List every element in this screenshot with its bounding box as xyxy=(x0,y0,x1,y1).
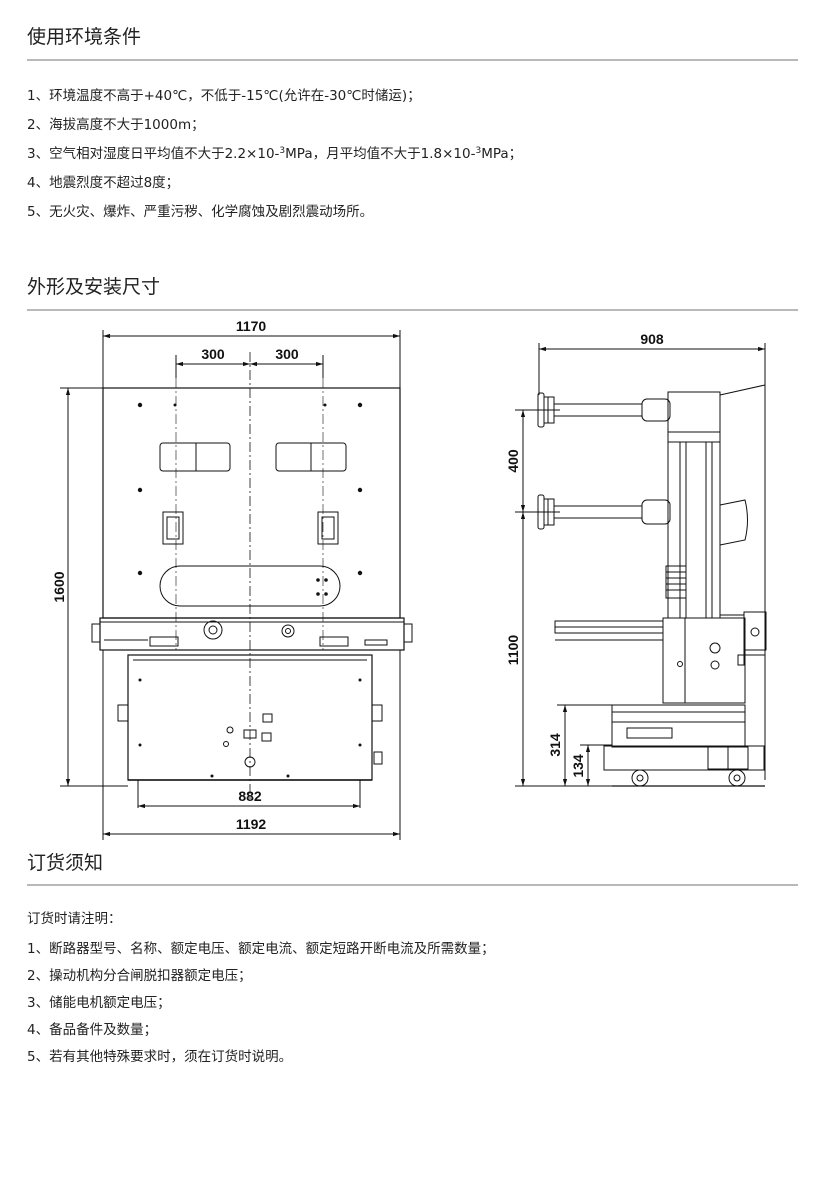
env-section-title: 使用环境条件 xyxy=(27,26,142,48)
order-section-title: 订货须知 xyxy=(27,852,104,874)
dim-front-right-300: 300 xyxy=(275,346,299,362)
order-item-1: 1、断路器型号、名称、额定电压、额定电流、额定短路开断电流及所需数量； xyxy=(27,941,495,957)
dim-front-width-bottom: 1192 xyxy=(236,816,267,832)
dim-side-depth: 908 xyxy=(640,331,664,347)
dim-side-upper: 400 xyxy=(505,449,521,473)
env-item-5: 5、无火灾、爆炸、严重污秽、化学腐蚀及剧烈震动场所。 xyxy=(27,204,374,220)
dim-front-mid: 882 xyxy=(238,788,262,804)
dim-side-trolley: 314 xyxy=(547,733,563,757)
env-item-4: 4、地震烈度不超过8度； xyxy=(27,175,180,191)
order-item-4: 4、备品备件及数量； xyxy=(27,1022,158,1038)
env-item-3: 3、空气相对湿度日平均值不大于2.2×10-3MPa，月平均值不大于1.8×10… xyxy=(27,146,523,162)
order-item-3: 3、储能电机额定电压； xyxy=(27,995,171,1011)
dim-front-left-300: 300 xyxy=(201,346,225,362)
env-conditions-list: 1、环境温度不高于+40℃，不低于-15℃(允许在-30℃时储运)； 2、海拔高… xyxy=(27,82,522,227)
env-item-2: 2、海拔高度不大于1000m； xyxy=(27,117,205,133)
front-view xyxy=(60,330,413,840)
order-list: 1、断路器型号、名称、额定电压、额定电流、额定短路开断电流及所需数量； 2、操动… xyxy=(27,936,495,1071)
env-section-rule xyxy=(27,59,798,61)
dim-side-lower: 1100 xyxy=(505,635,521,666)
order-section-rule xyxy=(27,884,798,886)
dim-front-width-top: 1170 xyxy=(236,318,267,334)
order-intro: 订货时请注明： xyxy=(27,911,122,927)
order-item-2: 2、操动机构分合闸脱扣器额定电压； xyxy=(27,968,252,984)
side-view xyxy=(515,343,767,787)
dims-section-title: 外形及安装尺寸 xyxy=(27,276,161,298)
dims-section-rule xyxy=(27,309,798,311)
dimension-drawing: 1170 300 300 1600 882 1192 908 400 1100 … xyxy=(51,318,767,840)
order-item-5: 5、若有其他特殊要求时，须在订货时说明。 xyxy=(27,1049,293,1065)
dim-side-base: 134 xyxy=(570,754,586,778)
env-item-1: 1、环境温度不高于+40℃，不低于-15℃(允许在-30℃时储运)； xyxy=(27,88,421,104)
dim-front-height: 1600 xyxy=(51,571,67,602)
